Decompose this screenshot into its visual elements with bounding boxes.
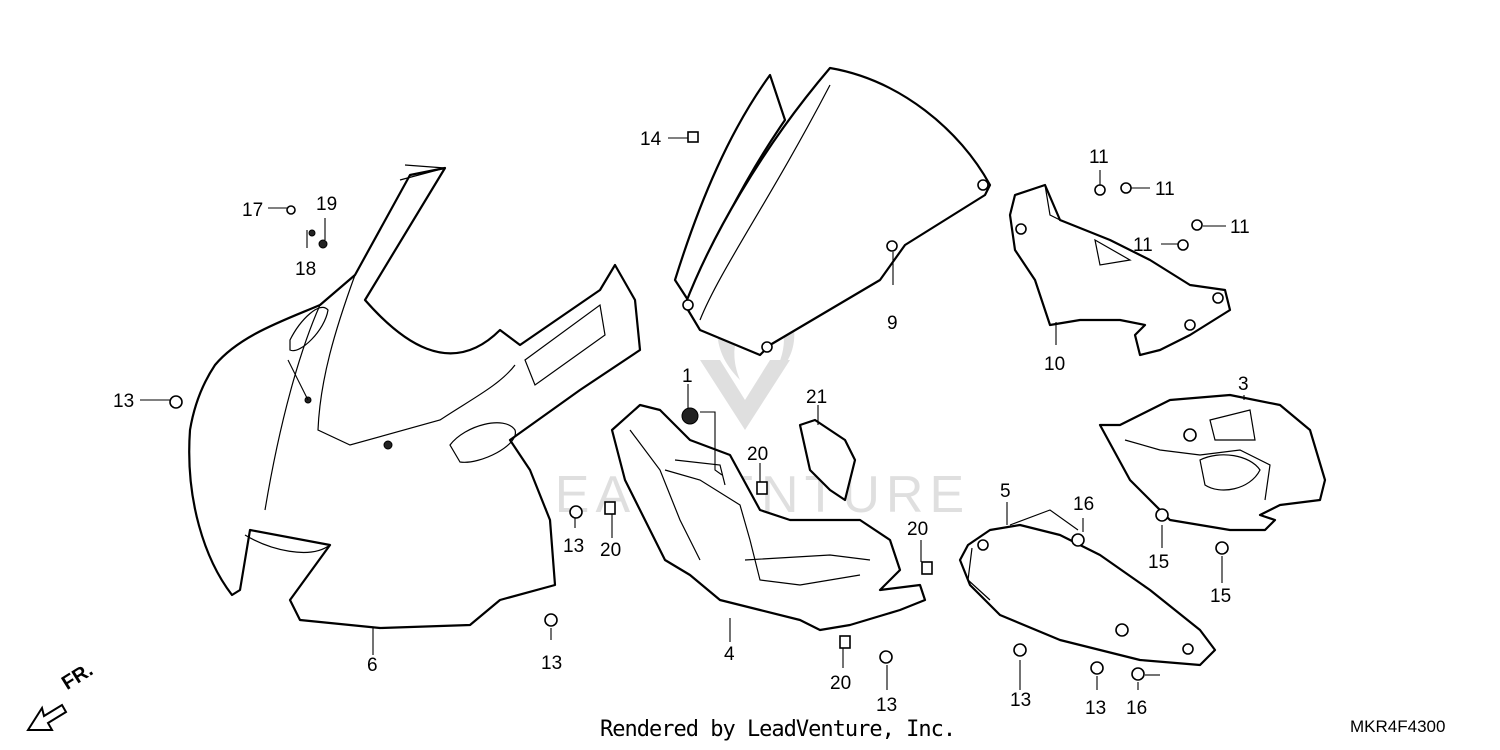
callout-11-b[interactable]: 11 bbox=[1155, 179, 1175, 200]
callout-13-c[interactable]: 13 bbox=[541, 653, 562, 674]
part-20-clip-c bbox=[921, 561, 933, 575]
callout-20-c[interactable]: 20 bbox=[907, 519, 928, 540]
callout-19[interactable]: 19 bbox=[316, 194, 337, 215]
callout-14[interactable]: 14 bbox=[640, 129, 662, 150]
callout-16-b[interactable]: 16 bbox=[1126, 698, 1147, 719]
callout-20-b[interactable]: 20 bbox=[747, 444, 768, 465]
part-10-stay-bracket[interactable] bbox=[1008, 183, 1232, 357]
part-18-washer bbox=[308, 229, 316, 237]
callout-11-d[interactable]: 11 bbox=[1133, 235, 1153, 256]
leader-lines bbox=[140, 137, 1245, 690]
part-15-bolt-b bbox=[1215, 541, 1229, 555]
part-20-clip-d bbox=[839, 635, 851, 649]
part-3-inner-panel[interactable] bbox=[1098, 393, 1327, 532]
part-4-lower-panel[interactable] bbox=[610, 403, 927, 632]
callout-5[interactable]: 5 bbox=[1000, 481, 1011, 502]
part-19-nut bbox=[318, 239, 328, 249]
part-20-clip-a bbox=[604, 501, 616, 515]
part-13-screw-f bbox=[1090, 661, 1104, 675]
diagram-code: MKR4F4300 bbox=[1350, 717, 1446, 736]
callout-13-e[interactable]: 13 bbox=[1010, 690, 1031, 711]
part-5-side-cover[interactable] bbox=[958, 523, 1217, 667]
part-16-screw-a bbox=[1071, 533, 1085, 547]
callout-1[interactable]: 1 bbox=[682, 366, 693, 387]
callout-13-f[interactable]: 13 bbox=[1085, 698, 1106, 719]
callout-13-d[interactable]: 13 bbox=[876, 695, 897, 716]
callout-21[interactable]: 21 bbox=[806, 387, 827, 408]
callout-15-a[interactable]: 15 bbox=[1148, 552, 1169, 573]
callout-20-a[interactable]: 20 bbox=[600, 540, 621, 561]
part-13-screw-c bbox=[544, 613, 558, 627]
callout-13-a[interactable]: 13 bbox=[113, 391, 134, 412]
part-17-screw bbox=[286, 205, 296, 215]
part-15-bolt-a bbox=[1155, 508, 1169, 522]
callout-20-d[interactable]: 20 bbox=[830, 673, 851, 694]
hardware-items bbox=[169, 131, 1229, 681]
part-11-bolt-a bbox=[1094, 184, 1106, 196]
callout-6[interactable]: 6 bbox=[367, 655, 378, 676]
callout-11-c[interactable]: 11 bbox=[1230, 217, 1250, 238]
part-13-screw-d bbox=[879, 650, 893, 664]
callout-3[interactable]: 3 bbox=[1238, 374, 1249, 395]
callout-15-b[interactable]: 15 bbox=[1210, 586, 1231, 607]
callout-11-a[interactable]: 11 bbox=[1089, 147, 1109, 168]
part-11-bolt-d bbox=[1177, 239, 1189, 251]
part-13-screw-e bbox=[1013, 643, 1027, 657]
front-direction-arrow-icon bbox=[26, 703, 68, 731]
callout-4[interactable]: 4 bbox=[724, 644, 735, 665]
part-13-screw-b bbox=[569, 505, 583, 519]
part-14-nut bbox=[687, 131, 699, 143]
callout-9[interactable]: 9 bbox=[887, 313, 898, 334]
callout-10[interactable]: 10 bbox=[1044, 354, 1065, 375]
part-9-windscreen[interactable] bbox=[673, 66, 992, 357]
callout-13-b[interactable]: 13 bbox=[563, 536, 584, 557]
part-11-bolt-b bbox=[1120, 182, 1132, 194]
part-16-screw-b bbox=[1131, 667, 1145, 681]
part-20-clip-b bbox=[756, 481, 768, 495]
callouts: 1 3 4 5 6 9 10 11 11 11 11 13 13 13 13 1… bbox=[113, 129, 1250, 719]
part-13-screw-a bbox=[169, 395, 183, 409]
callout-16-a[interactable]: 16 bbox=[1073, 494, 1094, 515]
callout-18[interactable]: 18 bbox=[295, 259, 316, 280]
part-11-bolt-c bbox=[1191, 219, 1203, 231]
render-credit: Rendered by LeadVenture, Inc. bbox=[600, 717, 956, 742]
part-21-mesh[interactable] bbox=[798, 418, 857, 502]
part-1-grommet bbox=[681, 407, 699, 425]
callout-17[interactable]: 17 bbox=[242, 200, 263, 221]
part-6-upper-cowl[interactable] bbox=[188, 164, 642, 630]
